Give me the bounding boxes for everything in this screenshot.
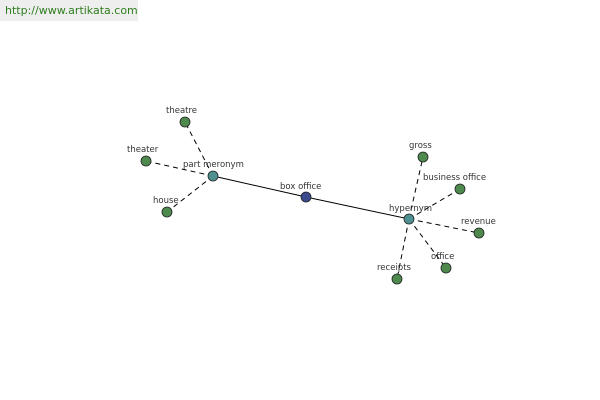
node-receipts-label: receipts [377,263,412,273]
edge-part-meronym-theater [145,160,214,177]
node-office[interactable] [440,262,452,274]
graph-labels: box office part meronym theatre theater hous… [127,106,496,273]
edge-hypernym-office [408,218,447,269]
node-revenue-label: revenue [461,217,496,227]
node-business-office[interactable] [454,183,466,195]
edge-part-meronym-house [166,175,214,213]
node-box-office[interactable] [300,191,312,203]
node-part-meronym[interactable] [207,170,219,182]
edge-hypernym-gross [408,156,424,220]
node-business-office-label: business office [423,173,486,183]
graph-edges [145,121,480,280]
edge-center-part-meronym [212,175,307,198]
node-theatre[interactable] [179,116,191,128]
node-office-label: office [431,252,454,262]
edge-part-meronym-theatre [184,121,214,177]
node-gross[interactable] [417,151,429,163]
node-house[interactable] [161,206,173,218]
node-house-label: house [153,196,179,206]
node-revenue[interactable] [473,227,485,239]
edge-hypernym-receipts [396,218,410,280]
node-hypernym-label: hypernym [389,204,432,214]
node-part-meronym-label: part meronym [183,160,244,170]
graph-nodes [140,116,485,285]
edge-center-hypernym [305,196,410,220]
url-bar: http://www.artikata.com [0,0,138,21]
edge-hypernym-business-office [408,188,461,220]
node-theater-label: theater [127,145,159,155]
node-gross-label: gross [409,141,432,151]
node-theatre-label: theatre [166,106,197,116]
edge-hypernym-revenue [408,218,480,234]
node-theater[interactable] [140,155,152,167]
node-hypernym[interactable] [403,213,415,225]
source-url-link[interactable]: http://www.artikata.com [5,4,138,17]
node-receipts[interactable] [391,273,403,285]
node-box-office-label: box office [280,182,321,192]
